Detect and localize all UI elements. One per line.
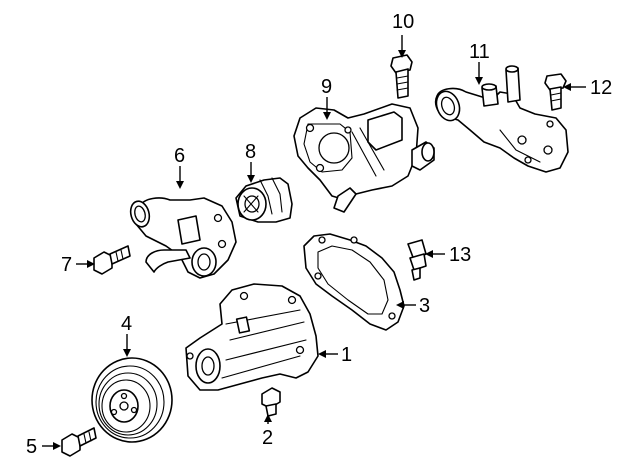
callout-2: 2 [262,427,273,449]
callout-1: 1 [341,344,352,366]
part-5-bolt [61,427,97,457]
part-1-water-pump [185,283,319,391]
part-10-bolt [390,54,413,99]
part-9-thermostat-housing [293,103,435,213]
callout-10: 10 [392,11,414,33]
part-4-pulley [91,357,173,443]
part-3-gasket [303,233,405,331]
part-8-thermostat [235,177,293,223]
part-12-bolt [544,73,567,111]
part-11-outlet-housing [434,65,569,173]
callout-7: 7 [61,254,72,276]
callout-8: 8 [245,141,256,163]
callout-3: 3 [419,295,430,317]
callout-13: 13 [449,244,471,266]
callout-5: 5 [26,436,37,458]
callout-9: 9 [321,76,332,98]
callout-6: 6 [174,145,185,167]
callout-11: 11 [469,41,490,63]
part-2-bolt [261,387,281,417]
part-13-sensor [407,239,427,281]
part-7-bolt [93,245,131,275]
part-6-inlet-pipe [129,197,237,279]
callout-arrows [42,35,586,450]
callout-4: 4 [121,313,132,335]
callout-labels: 10 11 12 9 8 6 7 13 3 1 4 2 5 [26,11,612,458]
callout-12: 12 [590,77,612,99]
